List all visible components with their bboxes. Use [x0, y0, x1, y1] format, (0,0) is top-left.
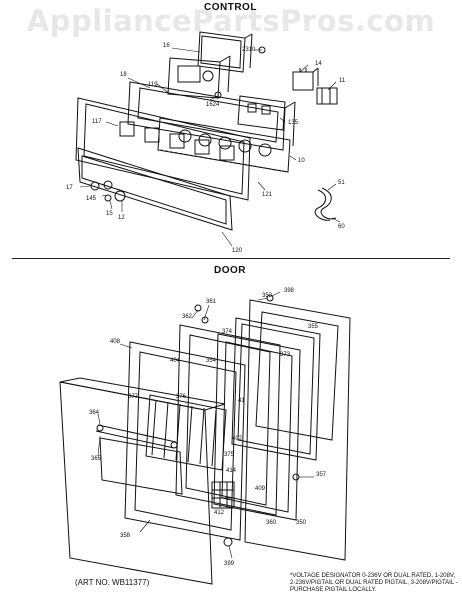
door-screw-part [292, 473, 300, 481]
control-panel-frame [127, 81, 296, 151]
door-callout-labels: 361 352 398 362 355 408 374 354 373 404 … [89, 288, 327, 567]
callout-364: 364 [89, 410, 100, 416]
callout-360: 360 [266, 520, 277, 526]
control-section-title: CONTROL [204, 2, 257, 13]
callout-1624: 1624 [206, 102, 220, 108]
callout-60: 60 [338, 224, 345, 230]
door-section-title: DOOR [214, 265, 246, 276]
callout-18: 18 [120, 72, 127, 78]
callout-16: 16 [163, 43, 170, 49]
door-gasket-part [231, 317, 321, 461]
callout-10: 10 [298, 158, 305, 164]
control-bracket-part [197, 31, 253, 73]
callout-414: 414 [226, 468, 237, 474]
callout-352: 352 [262, 293, 273, 299]
control-callout-labels: 16 2310 14 11 18 119 1624 135 10 117 121… [66, 43, 346, 254]
callout-117: 117 [92, 119, 102, 125]
callout-404: 404 [170, 358, 181, 364]
door-bumper-part [223, 537, 233, 547]
callout-135: 135 [288, 120, 299, 126]
wire-harness-part [314, 187, 337, 221]
callout-354: 354 [206, 358, 217, 364]
knob-parts [90, 180, 126, 202]
door-back-panel [244, 299, 351, 561]
backsplash-panel [75, 97, 251, 201]
callout-41: 41 [238, 398, 245, 404]
callout-51: 51 [338, 180, 345, 186]
switch-bracket-part [237, 95, 286, 131]
callout-398: 398 [284, 288, 295, 294]
callout-408: 408 [110, 339, 121, 345]
callout-145: 145 [86, 196, 97, 202]
insulation-block-part [211, 481, 235, 509]
callout-2310: 2310 [242, 47, 256, 53]
callout-350: 350 [296, 520, 307, 526]
door-handle-part [95, 424, 178, 449]
callout-374: 374 [222, 329, 233, 335]
callout-361: 361 [206, 299, 217, 305]
callout-376: 376 [176, 394, 187, 400]
callout-412: 412 [214, 510, 225, 516]
callout-11: 11 [339, 78, 346, 84]
voltage-note: *VOLTAGE DESIGNATOR 0-236V OR DUAL RATED… [290, 573, 458, 593]
callout-14: 14 [315, 61, 322, 67]
terminal-block-part [316, 87, 338, 105]
relay-part [292, 67, 319, 91]
door-outer-panel [59, 377, 226, 585]
callout-399: 399 [224, 561, 235, 567]
art-number: (ART NO. WB11377) [75, 578, 150, 587]
callout-409: 409 [255, 486, 266, 492]
callout-121: 121 [262, 192, 273, 198]
callout-17: 17 [66, 185, 73, 191]
callout-15: 15 [106, 211, 113, 217]
callout-375: 375 [224, 452, 235, 458]
callout-12: 12 [118, 215, 125, 221]
callout-358: 358 [120, 533, 131, 539]
callout-373: 373 [280, 352, 291, 358]
clock-timer-part [167, 55, 231, 99]
callout-357: 357 [316, 472, 327, 478]
screw-part [214, 91, 222, 99]
section-divider [12, 258, 450, 259]
callout-119: 119 [148, 82, 158, 88]
callout-377: 377 [128, 394, 139, 400]
callout-362: 362 [182, 314, 193, 320]
door-screw-part [194, 304, 202, 312]
callout-355: 355 [308, 324, 319, 330]
watermark: AppliancePartsPros.com [26, 4, 436, 38]
trim-strip-part [77, 147, 233, 231]
callout-365: 365 [91, 456, 102, 462]
callout-120: 120 [232, 248, 243, 254]
callout-402: 402 [232, 436, 243, 442]
